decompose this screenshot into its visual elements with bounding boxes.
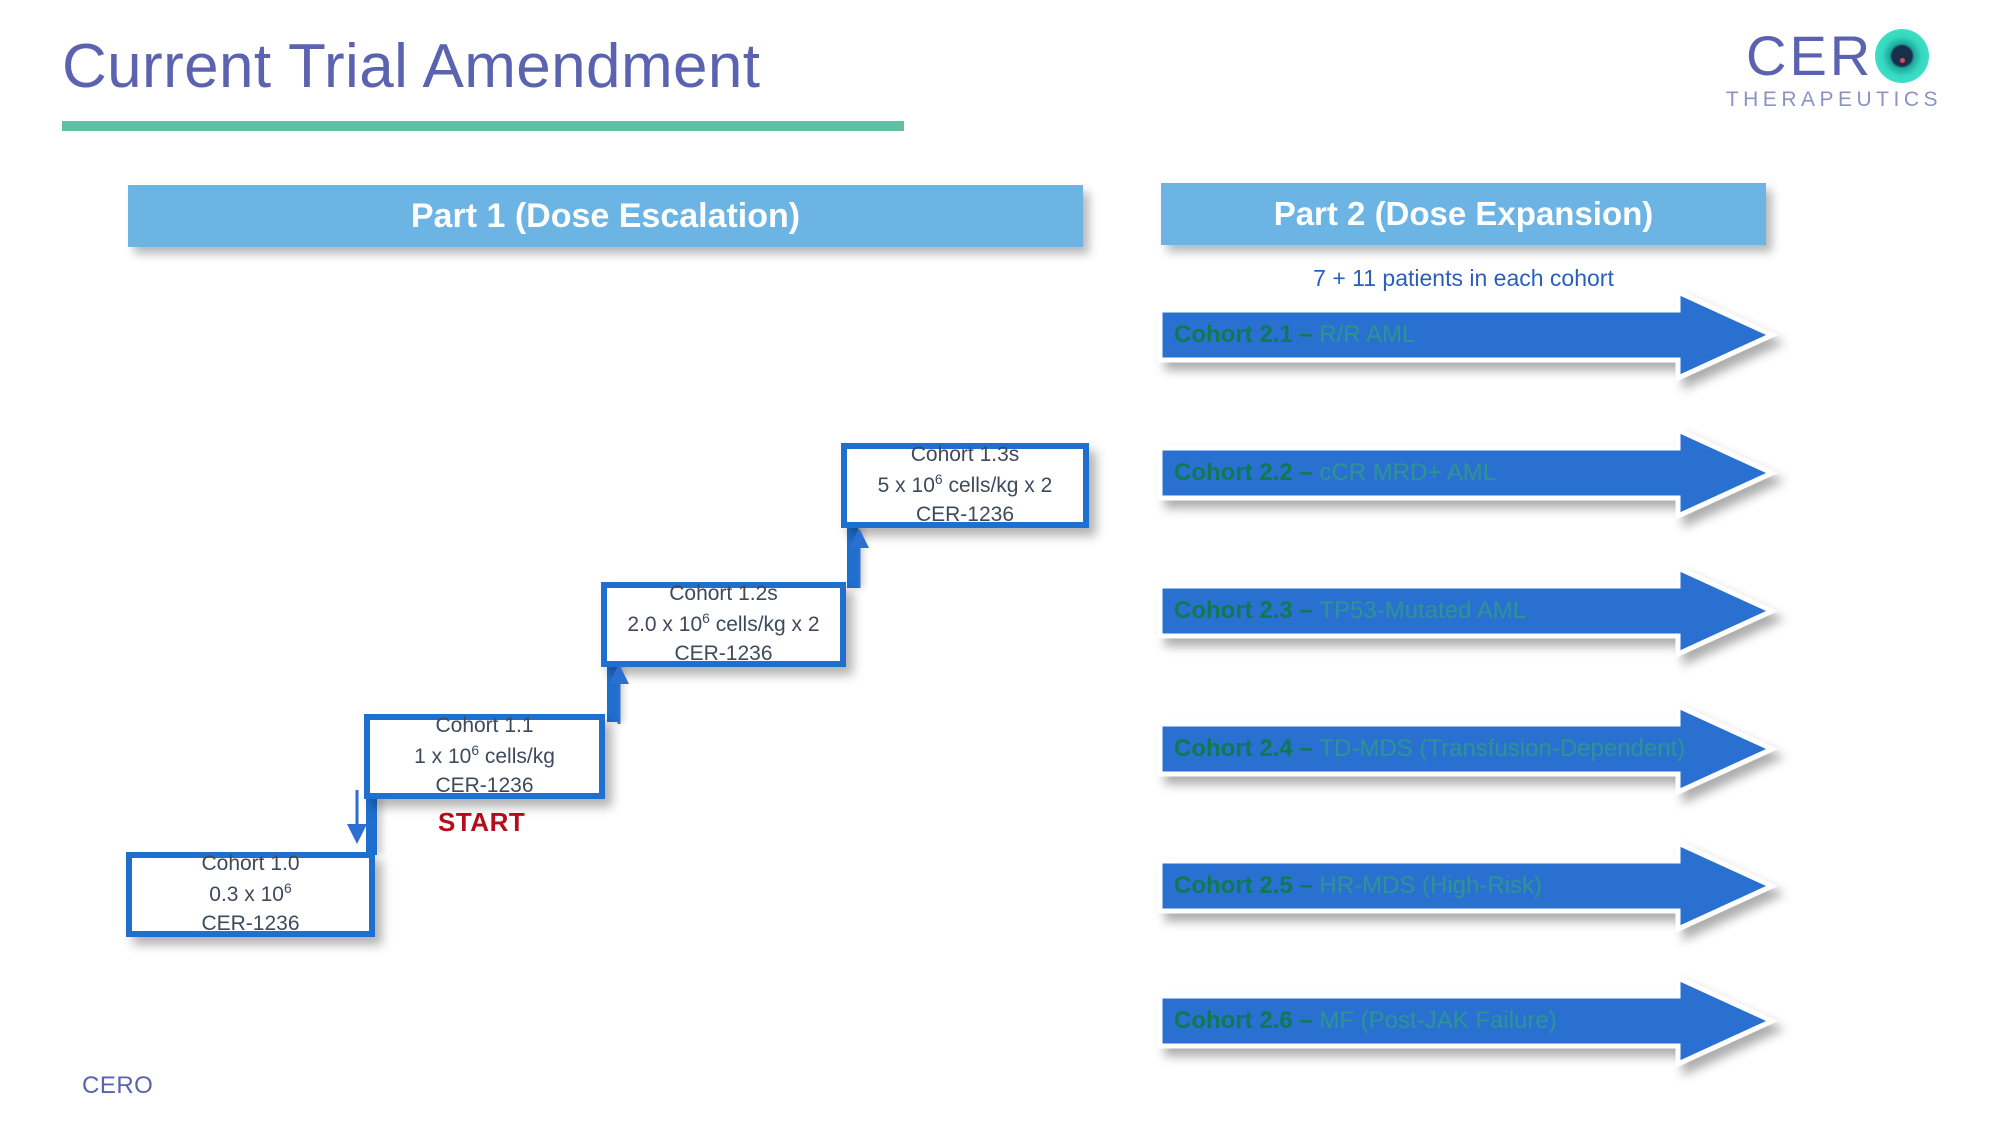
expansion-arrow-label: Cohort 2.5 – HR-MDS (High-Risk) [1174,872,1543,899]
expansion-arrow-2-1[interactable]: Cohort 2.1 – R/R AML [1157,288,1779,382]
cohort-name: Cohort 1.3s [910,443,1020,467]
cohort-box-1-2s[interactable]: Cohort 1.2s 2.0 x 106 cells/kg x 2 CER-1… [601,582,846,667]
expansion-arrow-label: Cohort 2.4 – TD-MDS (Transfusion-Depende… [1174,735,1686,762]
cero-logo: CER THERAPEUTICS [1726,24,1942,112]
start-label: START [438,807,526,837]
expansion-arrow-2-3[interactable]: Cohort 2.3 – TP53-Mutated AML [1157,564,1779,658]
expansion-arrow-2-6[interactable]: Cohort 2.6 – MF (Post-JAK Failure) [1157,974,1779,1068]
expansion-arrow-2-2[interactable]: Cohort 2.2 – cCR MRD+ AML [1157,426,1779,520]
logo-subtitle: THERAPEUTICS [1725,88,1942,111]
arrow-up-1-2s-to-1-3s [846,524,872,588]
cohort-name: Cohort 1.0 [201,852,300,876]
riser-stem-1-2s-to-1-3s [847,522,858,588]
logo-target-icon [1875,29,1930,83]
expansion-arrow-label: Cohort 2.6 – MF (Post-JAK Failure) [1174,1007,1557,1034]
arrow-down-start [344,790,370,846]
title-underline-rule [62,121,904,131]
expansion-arrow-2-5[interactable]: Cohort 2.5 – HR-MDS (High-Risk) [1157,839,1779,933]
cohort-name: Cohort 1.1 [435,714,534,738]
logo-letters: CER [1746,24,1874,87]
cohort-box-1-1[interactable]: Cohort 1.1 1 x 106 cells/kg CER-1236 [364,714,605,799]
cohort-agent: CER-1236 [915,502,1015,526]
cohort-dose: 2.0 x 106 cells/kg x 2 [627,610,820,637]
part1-header-bar: Part 1 (Dose Escalation) [128,185,1083,247]
cohort-agent: CER-1236 [674,641,773,665]
arrow-up-1-1-to-1-2s [606,660,632,724]
expansion-arrow-label: Cohort 2.3 – TP53-Mutated AML [1174,597,1527,624]
cohort-dose: 5 x 106 cells/kg x 2 [877,471,1053,498]
cohort-dose: 0.3 x 106 [209,880,292,907]
patients-per-cohort-note: 7 + 11 patients in each cohort [1313,265,1614,291]
expansion-arrow-2-4[interactable]: Cohort 2.4 – TD-MDS (Transfusion-Depende… [1157,702,1779,796]
cohort-name: Cohort 1.2s [669,582,778,606]
footer-brand: CERO [82,1072,154,1099]
cohort-agent: CER-1236 [201,911,300,935]
cohort-agent: CER-1236 [435,773,534,797]
cohort-box-1-0[interactable]: Cohort 1.0 0.3 x 106 CER-1236 [126,852,375,937]
page-title: Current Trial Amendment [62,32,761,101]
cohort-box-1-3s[interactable]: Cohort 1.3s 5 x 106 cells/kg x 2 CER-123… [841,443,1089,528]
part2-header-bar: Part 2 (Dose Expansion) [1161,183,1766,245]
logo-wordmark: CER [1746,24,1930,87]
cohort-dose: 1 x 106 cells/kg [414,742,555,769]
riser-stem-1-0-to-1-1 [366,793,377,855]
expansion-arrow-label: Cohort 2.1 – R/R AML [1174,321,1416,348]
expansion-arrow-label: Cohort 2.2 – cCR MRD+ AML [1174,459,1497,486]
riser-stem-1-1-to-1-2s [607,660,618,722]
